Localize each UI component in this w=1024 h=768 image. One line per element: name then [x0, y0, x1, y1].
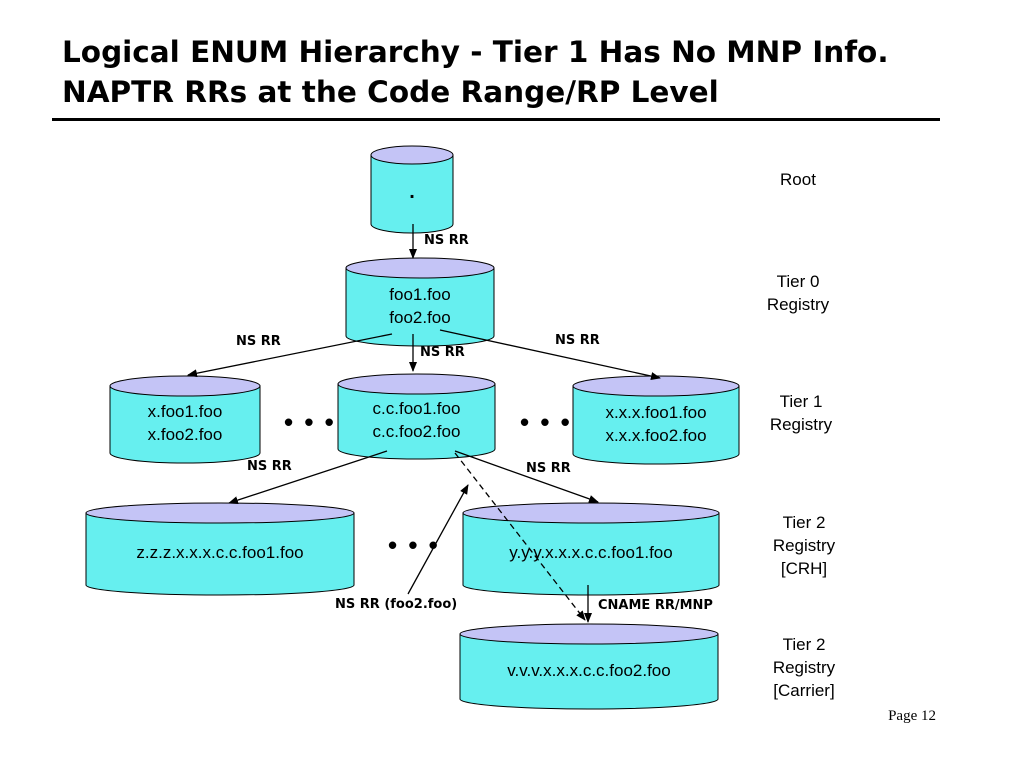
arrow-tier0-to-right — [439, 329, 661, 380]
tier2-carrier-node-label: v.v.v.x.x.x.c.c.foo2.foo — [460, 659, 718, 682]
tier-label-tier2-carrier-line-2: Registry — [772, 658, 836, 677]
tier-label-tier0: Tier 0 Registry — [748, 270, 848, 316]
tier2-crh-node-label: y.y.y.x.x.x.c.c.foo1.foo — [463, 541, 719, 564]
arrow-ns-foo2 — [407, 484, 469, 595]
tier2-crh-line-1: y.y.y.x.x.x.c.c.foo1.foo — [509, 543, 673, 562]
edge-label-cname: CNAME RR/MNP — [598, 598, 713, 613]
tier1-right-line-1: x.x.x.foo1.foo — [605, 403, 707, 422]
tier-label-root-line-1: Root — [780, 170, 816, 189]
title-underline — [52, 118, 940, 121]
tier-label-tier1-line-2: Registry — [769, 415, 833, 434]
edge-label-center-crh: NS RR — [526, 461, 571, 476]
ellipsis-tier1-right: • • • — [520, 407, 572, 437]
tier2-left-node-label: z.z.z.x.x.x.c.c.foo1.foo — [86, 541, 354, 564]
tier1-right-node-label: x.x.x.foo1.foo x.x.x.foo2.foo — [573, 401, 739, 447]
ellipsis-tier2: • • • — [388, 530, 440, 560]
edge-label-tier0-left: NS RR — [236, 334, 281, 349]
tier0-line-2: foo2.foo — [389, 308, 451, 327]
tier-label-tier2-crh: Tier 2 Registry [CRH] — [754, 511, 854, 580]
tier-label-tier2-carrier-line-3: [Carrier] — [773, 681, 835, 700]
edge-label-tier0-center: NS RR — [420, 345, 465, 360]
edge-label-center-left: NS RR — [247, 459, 292, 474]
tier2-carrier-cylinder — [459, 623, 719, 710]
root-node-label: . — [371, 181, 453, 204]
root-cylinder — [370, 145, 454, 234]
title-line-1: Logical ENUM Hierarchy - Tier 1 Has No M… — [62, 35, 889, 69]
tier1-right-line-2: x.x.x.foo2.foo — [605, 426, 707, 445]
edge-label-tier0-right: NS RR — [555, 333, 600, 348]
tier2-left-line-1: z.z.z.x.x.x.c.c.foo1.foo — [136, 543, 304, 562]
tier-label-tier2-crh-line-3: [CRH] — [780, 559, 828, 578]
tier1-center-line-1: c.c.foo1.foo — [372, 399, 461, 418]
tier-label-tier1: Tier 1 Registry — [751, 390, 851, 436]
arrow-center-to-left — [228, 450, 388, 504]
tier1-left-cylinder — [109, 375, 261, 464]
arrow-dashed-center-to-carrier — [454, 452, 586, 621]
tier-label-root: Root — [748, 168, 848, 191]
page-number: Page 12 — [888, 708, 936, 724]
tier-label-tier2-crh-line-1: Tier 2 — [782, 513, 826, 532]
tier1-left-line-2: x.foo2.foo — [147, 425, 223, 444]
title-line-2: NAPTR RRs at the Code Range/RP Level — [62, 75, 719, 109]
tier1-left-node-label: x.foo1.foo x.foo2.foo — [110, 400, 260, 446]
tier-label-tier2-carrier: Tier 2 Registry [Carrier] — [754, 633, 854, 702]
tier2-crh-cylinder — [462, 502, 720, 596]
tier1-center-node-label: c.c.foo1.foo c.c.foo2.foo — [338, 397, 495, 443]
tier0-cylinder — [345, 257, 495, 347]
ellipsis-tier1-left: • • • — [284, 407, 336, 437]
arrow-center-to-crh — [454, 450, 599, 503]
root-node-text: . — [409, 181, 415, 203]
tier2-carrier-line-1: v.v.v.x.x.x.c.c.foo2.foo — [507, 661, 671, 680]
slide-title: Logical ENUM Hierarchy - Tier 1 Has No M… — [62, 32, 962, 112]
edge-label-ns-foo2: NS RR (foo2.foo) — [335, 597, 458, 612]
tier1-right-cylinder — [572, 375, 740, 465]
edge-label-root-tier0: NS RR — [424, 233, 469, 248]
tier1-center-cylinder — [337, 373, 496, 460]
tier1-center-line-2: c.c.foo2.foo — [372, 422, 461, 441]
tier-label-tier2-crh-line-2: Registry — [772, 536, 836, 555]
arrow-tier0-to-left — [187, 333, 393, 378]
tier-label-tier0-line-1: Tier 0 — [776, 272, 820, 291]
tier-label-tier2-carrier-line-1: Tier 2 — [782, 635, 826, 654]
tier0-node-label: foo1.foo foo2.foo — [346, 283, 494, 329]
tier-label-tier1-line-1: Tier 1 — [779, 392, 823, 411]
tier-label-tier0-line-2: Registry — [766, 295, 830, 314]
tier2-left-cylinder — [85, 502, 355, 596]
tier0-line-1: foo1.foo — [389, 285, 451, 304]
tier1-left-line-1: x.foo1.foo — [147, 402, 223, 421]
